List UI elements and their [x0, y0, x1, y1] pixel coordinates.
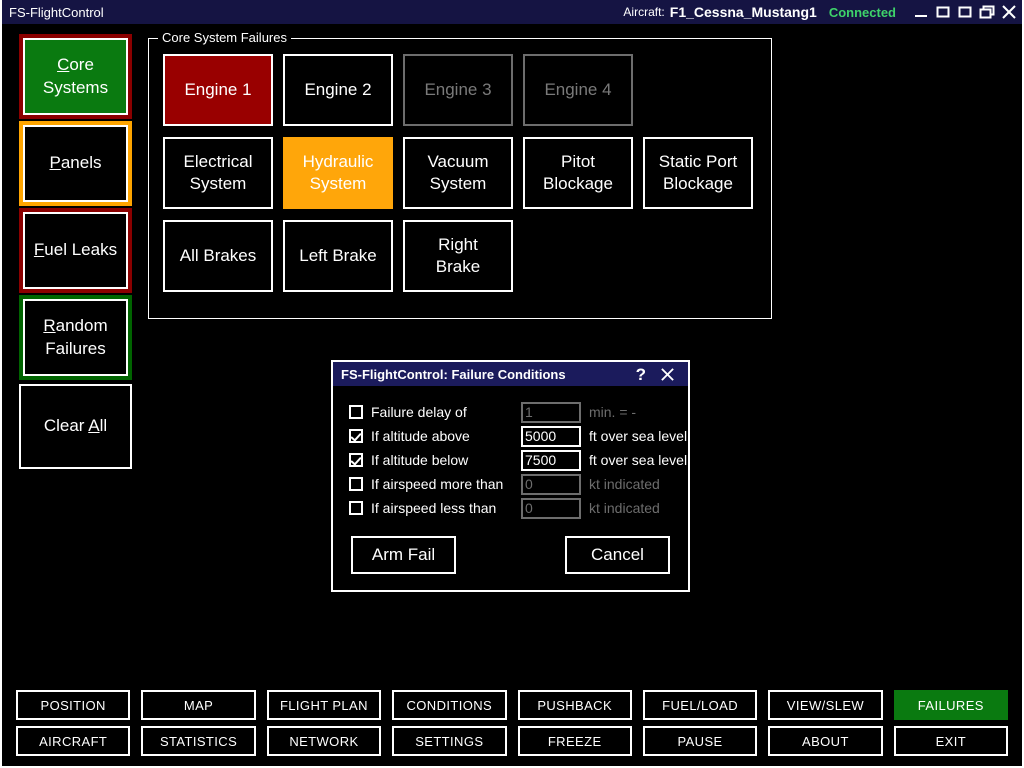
condition-checkbox[interactable] [349, 501, 363, 515]
titlebar-right-group: Aircraft: F1_Cessna_Mustang1 Connected [623, 0, 1022, 24]
minimize-icon[interactable] [910, 1, 932, 23]
condition-unit-label: ft over sea level [589, 428, 688, 444]
failure-button-engine-4: Engine 4 [523, 54, 633, 126]
condition-unit-label: min. = - [589, 404, 637, 420]
app-title: FS-FlightControl [9, 4, 104, 20]
nav-button-aircraft[interactable]: AIRCRAFT [16, 726, 131, 756]
sidebar-item-label: Panels [23, 125, 128, 202]
condition-checkbox[interactable] [349, 453, 363, 467]
condition-value-input [521, 473, 581, 495]
dialog-close-icon[interactable] [656, 363, 678, 385]
nav-button-map[interactable]: MAP [141, 690, 256, 720]
condition-unit-label: ft over sea level [589, 452, 688, 468]
condition-checkbox[interactable] [349, 429, 363, 443]
condition-unit-label: kt indicated [589, 500, 660, 516]
condition-value-input [521, 497, 581, 519]
failure-button-all-brakes[interactable]: All Brakes [163, 220, 273, 292]
nav-button-freeze[interactable]: FREEZE [517, 726, 632, 756]
failure-button-engine-2[interactable]: Engine 2 [283, 54, 393, 126]
window-titlebar: FS-FlightControl Aircraft: F1_Cessna_Mus… [2, 0, 1022, 24]
maximize-alt-icon[interactable] [954, 1, 976, 23]
failure-conditions-dialog: FS-FlightControl: Failure Conditions ? F… [331, 360, 690, 592]
bottom-row-2: AIRCRAFT STATISTICS NETWORK SETTINGS FREEZE P… [16, 726, 1008, 756]
condition-row: Failure delay of min. = - [333, 400, 688, 424]
condition-row: If altitude below ft over sea level [333, 448, 688, 472]
condition-label: If altitude above [371, 428, 470, 444]
condition-label: If altitude below [371, 452, 469, 468]
nav-button-fuel-load[interactable]: FUEL/LOAD [642, 690, 758, 720]
aircraft-label: Aircraft: [623, 5, 665, 19]
failure-button-left-brake[interactable]: Left Brake [283, 220, 393, 292]
condition-value-input[interactable] [521, 425, 581, 447]
nav-button-statistics[interactable]: STATISTICS [141, 726, 256, 756]
sidebar-item-label: Fuel Leaks [23, 212, 128, 289]
close-icon[interactable] [998, 1, 1020, 23]
maximize-icon[interactable] [932, 1, 954, 23]
condition-checkbox[interactable] [349, 405, 363, 419]
condition-row: If airspeed more than kt indicated [333, 472, 688, 496]
condition-value-input [521, 401, 581, 423]
cancel-button[interactable]: Cancel [565, 536, 670, 574]
dialog-title: FS-FlightControl: Failure Conditions [341, 366, 566, 382]
condition-label: If airspeed less than [371, 500, 497, 516]
nav-button-view-slew[interactable]: VIEW/SLEW [768, 690, 883, 720]
arm-fail-button[interactable]: Arm Fail [351, 536, 456, 574]
help-icon[interactable]: ? [635, 364, 646, 384]
condition-row: If airspeed less than kt indicated [333, 496, 688, 520]
group-title: Core System Failures [158, 30, 291, 45]
nav-button-pause[interactable]: PAUSE [642, 726, 758, 756]
dialog-titlebar-controls: ? [636, 363, 682, 385]
nav-button-network[interactable]: NETWORK [266, 726, 382, 756]
condition-value-input[interactable] [521, 449, 581, 471]
restore-icon[interactable] [976, 1, 998, 23]
sidebar-item-panels[interactable]: Panels [19, 121, 132, 206]
nav-button-pushback[interactable]: PUSHBACK [517, 690, 632, 720]
dialog-body: Failure delay of min. = - If altitude abov… [333, 386, 688, 574]
nav-button-flight-plan[interactable]: FLIGHT PLAN [266, 690, 382, 720]
dialog-titlebar: FS-FlightControl: Failure Conditions ? [333, 362, 688, 386]
aircraft-name: F1_Cessna_Mustang1 [669, 4, 817, 20]
condition-row: If altitude above ft over sea level [333, 424, 688, 448]
grid-spacer [643, 54, 753, 126]
nav-button-exit[interactable]: EXIT [893, 726, 1008, 756]
nav-button-position[interactable]: POSITION [16, 690, 131, 720]
nav-button-about[interactable]: ABOUT [768, 726, 883, 756]
bottom-navigation-bar: POSITION MAP FLIGHT PLAN CONDITIONS PUSHBACK… [2, 690, 1022, 762]
nav-button-settings[interactable]: SETTINGS [392, 726, 507, 756]
condition-label: If airspeed more than [371, 476, 504, 492]
sidebar-item-fuel-leaks[interactable]: Fuel Leaks [19, 208, 132, 293]
condition-label: Failure delay of [371, 404, 467, 420]
sidebar-item-label: Clear All [19, 384, 132, 469]
failure-button-engine-3: Engine 3 [403, 54, 513, 126]
nav-button-conditions[interactable]: CONDITIONS [392, 690, 507, 720]
failure-button-engine-1[interactable]: Engine 1 [163, 54, 273, 126]
nav-button-failures[interactable]: FAILURES [893, 690, 1008, 720]
sidebar-item-clear-all[interactable]: Clear All [19, 384, 132, 469]
conditions-list: Failure delay of min. = - If altitude abov… [333, 400, 688, 520]
dialog-actions: Arm Fail Cancel [333, 536, 688, 574]
condition-unit-label: kt indicated [589, 476, 660, 492]
connection-status-badge: Connected [828, 4, 896, 20]
condition-checkbox[interactable] [349, 477, 363, 491]
bottom-row-1: POSITION MAP FLIGHT PLAN CONDITIONS PUSHBACK… [16, 690, 1008, 720]
